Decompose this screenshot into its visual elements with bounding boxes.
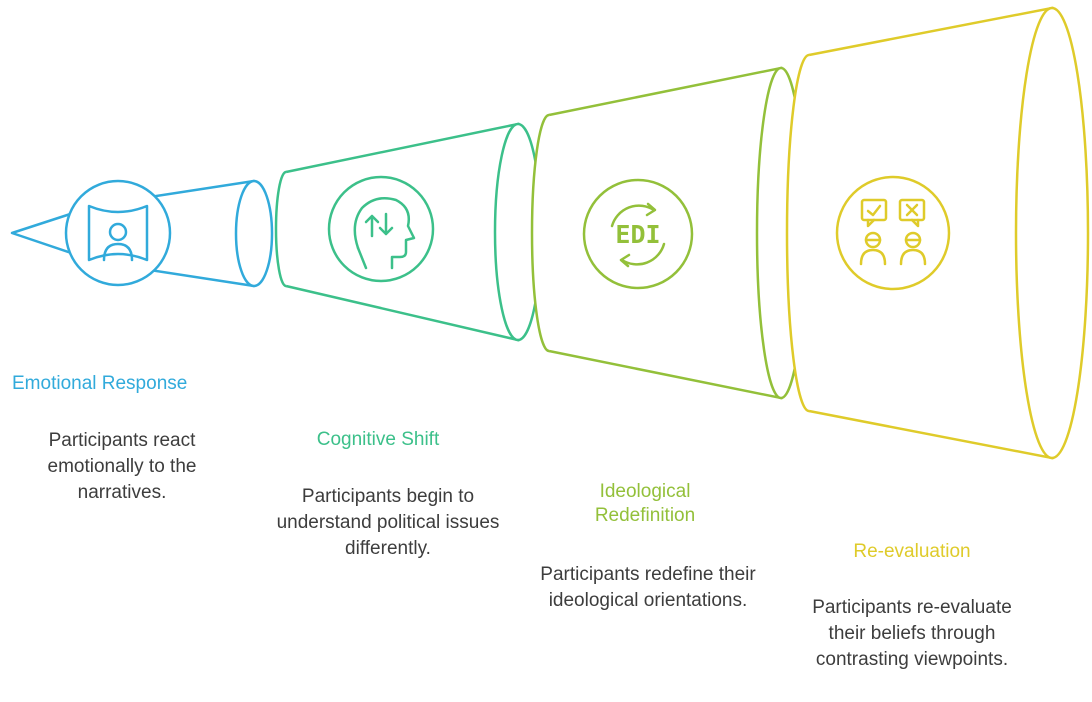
stage-3-title: Ideological Redefinition xyxy=(594,481,696,526)
head-arrows-icon xyxy=(353,197,416,270)
stage-1-title: Emotional Response xyxy=(12,373,188,394)
person-frame-icon xyxy=(87,204,149,262)
edi-cycle-icon: EDI xyxy=(610,202,666,268)
edi-icon-text: EDI xyxy=(615,220,660,249)
stage-4-icon-circle xyxy=(835,175,951,291)
stage-1-icon-circle xyxy=(64,179,172,287)
stage-3-icon-circle xyxy=(582,178,694,290)
stage-2-title: Cognitive Shift xyxy=(316,429,440,450)
stage-3-description: Participants redefine their ideological … xyxy=(540,564,756,611)
stage-4-description: Participants re-evaluate their beliefs t… xyxy=(812,597,1012,670)
debate-people-icon xyxy=(859,198,927,266)
stage-2-description: Participants begin to understand politic… xyxy=(276,486,500,559)
stage-1-description: Participants react emotionally to the na… xyxy=(47,430,197,503)
stage-4-title: Re-evaluation xyxy=(853,541,971,562)
